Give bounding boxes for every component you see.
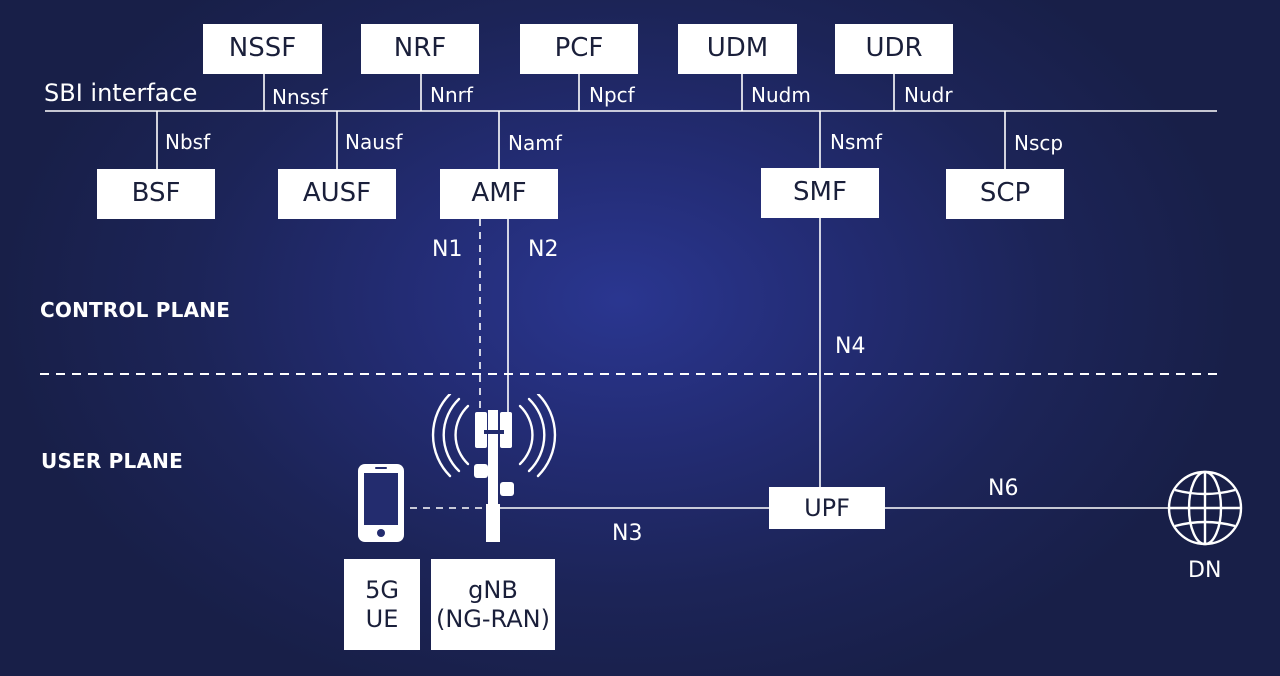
nrf-label: NRF	[393, 33, 447, 64]
gnb-box: gNB (NG-RAN)	[431, 559, 555, 650]
smf-label: SMF	[793, 177, 847, 208]
upf-box: UPF	[769, 487, 885, 529]
ue-label: 5G UE	[365, 575, 399, 633]
bsf-box: BSF	[97, 169, 215, 219]
scp-label: SCP	[979, 178, 1031, 209]
nssf-box: NSSF	[203, 24, 322, 74]
amf-label: AMF	[471, 178, 527, 209]
n4-label: N4	[835, 334, 866, 359]
gnb-label: gNB (NG-RAN)	[435, 575, 550, 633]
n2-label: N2	[528, 237, 559, 262]
nnssf-label: Nnssf	[272, 85, 328, 109]
udr-box: UDR	[835, 24, 953, 74]
dn-label: DN	[1188, 558, 1222, 583]
ue-box: 5G UE	[344, 559, 420, 650]
amf-box: AMF	[440, 169, 558, 219]
udm-box: UDM	[678, 24, 797, 74]
upf-label: UPF	[804, 493, 850, 522]
npcf-label: Npcf	[589, 83, 635, 107]
smartphone-icon	[358, 464, 404, 542]
nbsf-label: Nbsf	[165, 130, 211, 154]
udr-label: UDR	[865, 33, 923, 64]
user-plane-label: USER PLANE	[41, 449, 183, 473]
nscp-label: Nscp	[1014, 131, 1064, 155]
sbi-interface-label: SBI interface	[44, 79, 198, 107]
pcf-label: PCF	[554, 33, 604, 64]
ausf-label: AUSF	[302, 178, 372, 209]
namf-label: Namf	[508, 131, 562, 155]
smf-box: SMF	[761, 168, 879, 218]
pcf-box: PCF	[520, 24, 638, 74]
udm-label: UDM	[706, 33, 769, 64]
nrf-box: NRF	[361, 24, 479, 74]
nudr-label: Nudr	[904, 83, 953, 107]
ausf-box: AUSF	[278, 169, 396, 219]
nsmf-label: Nsmf	[830, 130, 882, 154]
nausf-label: Nausf	[345, 130, 403, 154]
nnrf-label: Nnrf	[430, 83, 473, 107]
globe-icon	[1167, 470, 1243, 546]
n1-label: N1	[432, 237, 463, 262]
nudm-label: Nudm	[751, 83, 811, 107]
n3-label: N3	[612, 521, 643, 546]
n6-label: N6	[988, 476, 1019, 501]
bsf-label: BSF	[131, 178, 181, 209]
control-plane-label: CONTROL PLANE	[40, 298, 231, 322]
cell-tower-icon	[431, 394, 557, 542]
nssf-label: NSSF	[228, 33, 297, 64]
scp-box: SCP	[946, 169, 1064, 219]
